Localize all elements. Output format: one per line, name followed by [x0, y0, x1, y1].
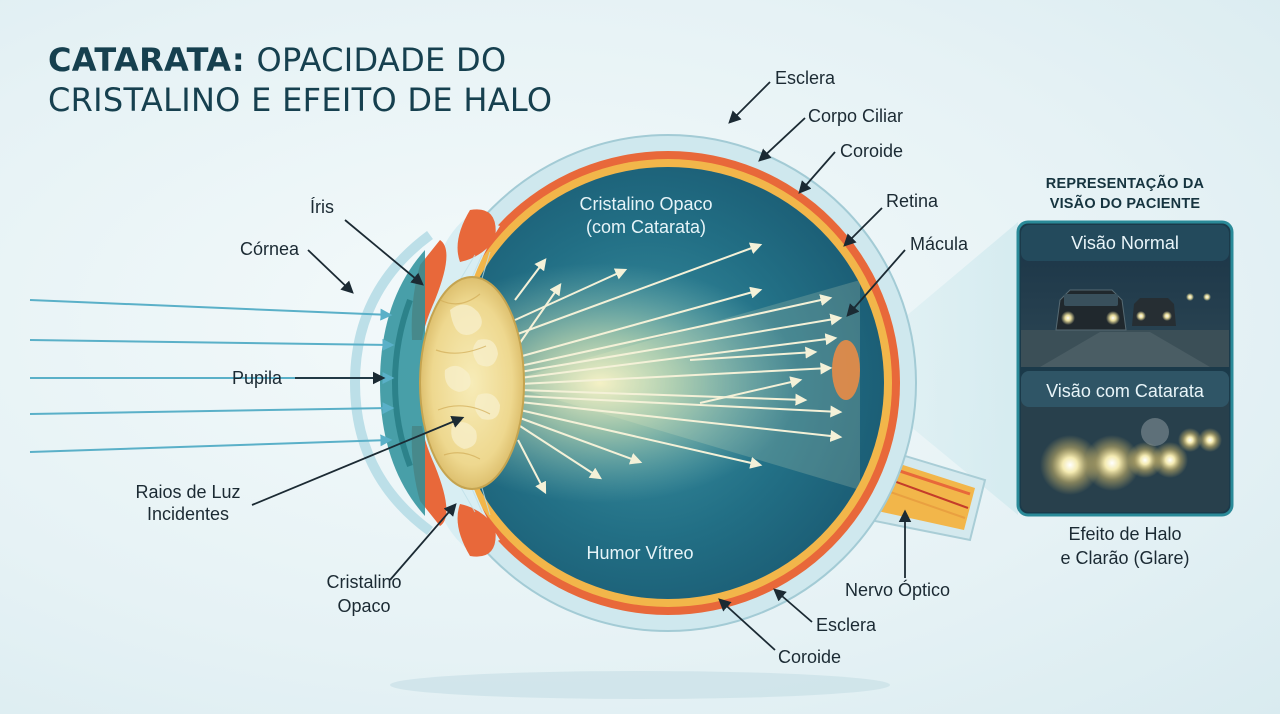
label-nervo-optico: Nervo Óptico [845, 579, 950, 600]
incident-light-rays [29, 299, 395, 453]
opaque-lens [419, 276, 525, 490]
label-cristalino-line2: Opaco [337, 596, 390, 616]
label-iris: Íris [310, 197, 334, 217]
cornea-shape [349, 230, 433, 536]
label-esclera-bottom: Esclera [816, 615, 877, 635]
panel-title-line2: VISÃO DO PACIENTE [1049, 196, 1201, 212]
label-raios-line2: Incidentes [147, 504, 229, 524]
panel-title: REPRESENTAÇÃO DA VISÃO DO PACIENTE [1018, 174, 1232, 214]
label-macula: Mácula [910, 234, 969, 254]
patient-vision-panel: Visão Normal Visão com Catarata [1016, 220, 1234, 517]
label-retina: Retina [886, 191, 939, 211]
label-visao-catarata: Visão com Catarata [1046, 381, 1205, 401]
label-coroide-bottom: Coroide [778, 647, 841, 667]
label-pupila: Pupila [232, 368, 283, 388]
halo-lights [1040, 418, 1222, 495]
title-rest-line1: OPACIDADE DO [256, 41, 507, 79]
panel-title-line1: REPRESENTAÇÃO DA [1045, 176, 1205, 192]
label-cristalino-line1: Cristalino [326, 572, 401, 592]
ciliary-body [457, 209, 496, 557]
label-humor-vitreo: Humor Vítreo [586, 543, 693, 563]
label-esclera-top: Esclera [775, 68, 836, 88]
normal-car [1055, 289, 1211, 331]
floor-shadow [390, 671, 890, 699]
label-corpo-ciliar: Corpo Ciliar [808, 106, 903, 126]
label-cristalino-opaco-line2: (com Catarata) [586, 217, 706, 237]
macula-spot [832, 340, 860, 400]
scattered-rays [514, 242, 843, 495]
label-coroide-top: Coroide [840, 141, 903, 161]
label-cristalino-opaco-line1: Cristalino Opaco [579, 194, 712, 214]
label-visao-normal: Visão Normal [1071, 233, 1179, 253]
label-cornea: Córnea [240, 239, 300, 259]
title-bold: CATARATA: [48, 41, 245, 79]
panel-caption: Efeito de Halo e Clarão (Glare) [1018, 522, 1232, 570]
title-line2: CRISTALINO E EFEITO DE HALO [48, 81, 553, 119]
label-pointers [251, 81, 912, 651]
projection-beam [842, 222, 1018, 515]
page-title: CATARATA: OPACIDADE DO CRISTALINO E EFEI… [48, 40, 552, 120]
label-raios-line1: Raios de Luz [135, 482, 240, 502]
panel-caption-line2: e Clarão (Glare) [1060, 548, 1190, 568]
panel-caption-line1: Efeito de Halo [1068, 524, 1182, 544]
lens-opacity-patches [444, 304, 500, 449]
